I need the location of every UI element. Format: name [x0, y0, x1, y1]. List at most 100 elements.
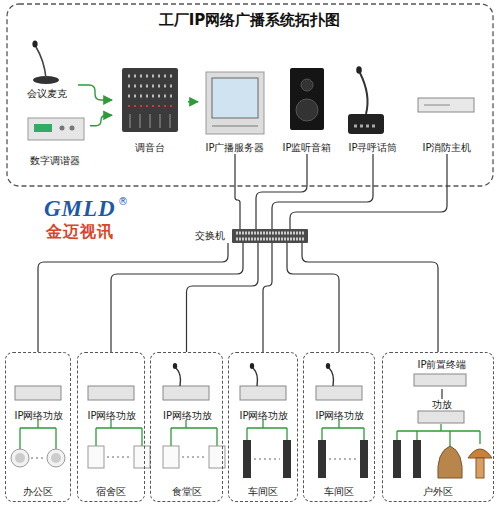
node-label: IP网络功放 [88, 410, 137, 422]
server-device: IP广播服务器 [198, 68, 272, 154]
amplifier-node: IP网络功放 [84, 381, 140, 422]
node-label: IP前置终端 [418, 359, 467, 371]
server-panel [212, 125, 258, 127]
switch-ports [236, 232, 304, 235]
node-label: IP消防主机 [423, 142, 472, 154]
mixer-knobs [128, 85, 172, 88]
mixer-fader [150, 114, 151, 128]
network-cable [111, 243, 243, 352]
wall-speaker [88, 446, 104, 468]
paging-neck [360, 73, 368, 114]
column-speaker [413, 440, 421, 478]
server-case [206, 72, 264, 134]
zone-label: 车间区 [324, 486, 354, 498]
node-label: IP寻呼话筒 [349, 142, 398, 154]
tuner-knob [60, 126, 65, 131]
node-label: 数字调谐器 [30, 155, 80, 167]
amp-mic-head [326, 363, 330, 369]
amplifier-node: IP网络功放 [233, 363, 295, 422]
column-speaker [360, 440, 368, 478]
ceiling-speaker [11, 449, 29, 467]
network-cable [256, 154, 307, 229]
network-cable [187, 243, 259, 352]
wall-speaker [163, 446, 179, 468]
network-switch: 交换机 [195, 229, 310, 243]
fire-host-panel [424, 105, 450, 106]
switch-ports [236, 238, 304, 241]
zone-label: 办公区 [23, 486, 53, 498]
speaker-wire [20, 420, 56, 449]
mixer-fader [160, 114, 161, 128]
mushroom-speaker [468, 449, 492, 458]
amplifier-node: IP网络功放 [12, 381, 66, 422]
logo-text: 金迈视讯 [46, 222, 114, 243]
amp-mic-head [250, 363, 254, 369]
terminal-icon [414, 374, 466, 386]
mixer-body [122, 68, 178, 132]
mixer-fader [140, 114, 141, 128]
amplifier-node: IP网络功放 [156, 363, 219, 422]
mixer-knobs [128, 95, 172, 98]
monitor-speaker: IP监听音箱 [276, 64, 338, 154]
amplifier-icon [163, 386, 209, 400]
amp-mic [176, 368, 181, 386]
speaker-cabinet [290, 68, 324, 130]
rock-speaker [438, 446, 463, 478]
paging-head [356, 66, 362, 74]
paging-buttons [354, 125, 378, 128]
control-room-frame [7, 4, 493, 186]
logo-text: ® [118, 196, 128, 207]
amp-mic [253, 368, 258, 386]
logo-text: GMLD [44, 196, 116, 222]
audio-arrow [78, 85, 112, 100]
speaker-wire [397, 424, 480, 446]
diagram-title: 工厂IP网络广播系统拓扑图 [0, 11, 499, 30]
more-dots [107, 457, 131, 458]
tuner-device: 数字调谐器 [20, 112, 90, 167]
amplifier-node: IP网络功放 [309, 363, 371, 422]
more-dots [329, 459, 357, 460]
mixer-spacer [128, 114, 172, 128]
network-cable [263, 243, 272, 352]
ceiling-speaker [47, 449, 65, 467]
node-label: 调音台 [135, 142, 165, 154]
amplifier-node: 功放 [411, 399, 473, 425]
zone-group: 车间区 IP网络功放 [303, 352, 375, 502]
tuner-box [28, 118, 84, 140]
amplifier-icon [418, 411, 464, 423]
audio-arrow [188, 101, 198, 102]
zone-label: 食堂区 [172, 486, 202, 498]
network-cable [290, 154, 447, 229]
zone-group: 食堂区 IP网络功放 [150, 352, 223, 502]
ceiling-speaker-cone [51, 453, 61, 463]
zone-label: 户外区 [423, 486, 453, 498]
amplifier-icon [240, 386, 286, 400]
network-cable [38, 243, 228, 352]
amplifier-icon [88, 386, 134, 400]
column-speaker [393, 440, 401, 478]
column-speaker [283, 440, 291, 478]
mixer-fader [130, 114, 131, 128]
network-cable [272, 154, 373, 229]
zone-label: 宿舍区 [96, 486, 126, 498]
ceiling-speaker-cone [15, 453, 25, 463]
audio-arrow [90, 115, 112, 125]
fire-host-case [418, 98, 474, 112]
mixer-knobs [128, 75, 172, 78]
zone-label: 车间区 [248, 486, 278, 498]
zone-group: 宿舍区 IP网络功放 [77, 352, 145, 502]
amplifier-node: IP前置终端 [405, 359, 479, 389]
tuner-knob [70, 126, 75, 131]
speaker-woofer [296, 99, 318, 121]
mixer-device: 调音台 [112, 64, 188, 154]
node-label: IP网络功放 [240, 410, 289, 422]
paging-mic: IP寻呼话筒 [340, 64, 406, 154]
network-cable [287, 243, 339, 352]
mixer-knobs [128, 105, 172, 107]
server-screen [212, 78, 258, 118]
node-label: 功放 [432, 399, 452, 411]
fire-host: IP消防主机 [410, 90, 484, 154]
